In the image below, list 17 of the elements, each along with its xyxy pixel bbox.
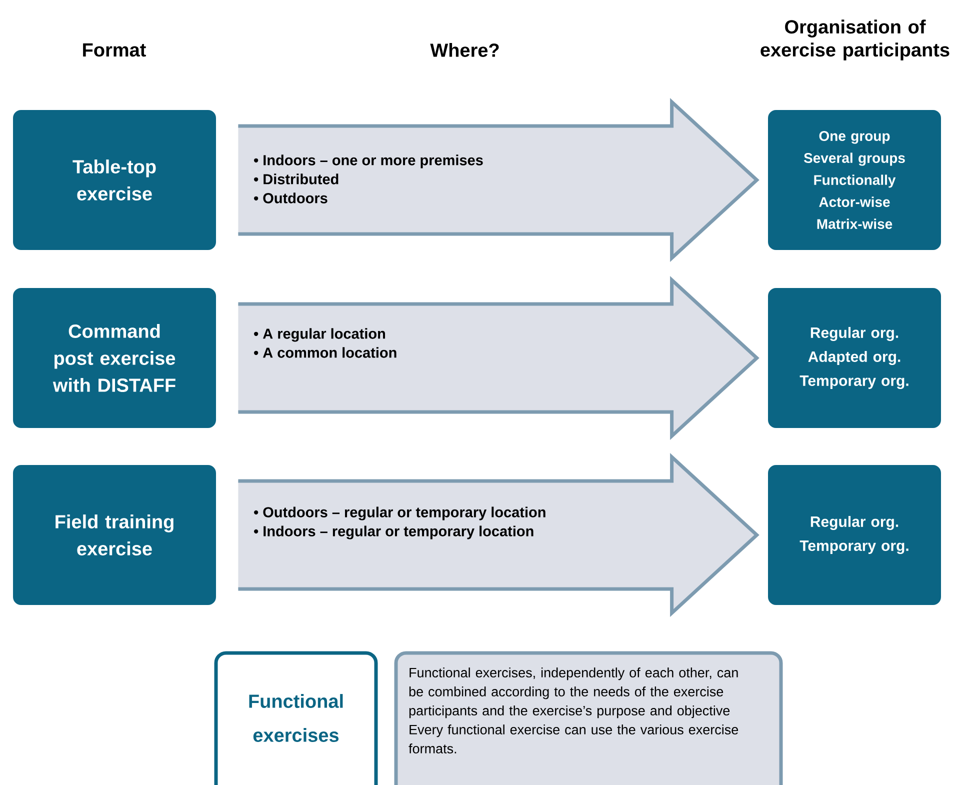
block-arrow bbox=[236, 276, 760, 440]
format-box: Command post exercise with DISTAFF bbox=[13, 288, 216, 428]
format-box: Field training exercise bbox=[13, 465, 216, 605]
column-heading: Organisation of exercise participants bbox=[760, 20, 950, 60]
block-arrow bbox=[236, 453, 760, 617]
column-heading: Where? bbox=[430, 43, 499, 57]
format-box: Table-top exercise bbox=[13, 110, 216, 250]
bullet-list: • A regular location • A common location bbox=[254, 328, 396, 358]
organisation-box: One group Several groups Functionally Actor-wise Matrix-wise bbox=[768, 110, 941, 250]
note-box: Functional exercises, independently of each other, can be combined according to the needs of the exercise participants and the exercise’s purpose and objective Every functional exercise can use the various exercise formats. bbox=[394, 651, 783, 785]
organisation-box: Regular org. Temporary org. bbox=[768, 465, 941, 605]
bullet-list: • Outdoors – regular or temporary location • Indoors – regular or temporary location bbox=[254, 506, 546, 540]
category-box: Functional exercises bbox=[214, 651, 378, 785]
block-arrow bbox=[236, 98, 760, 262]
bullet-list: • Indoors – one or more premises • Distributed • Outdoors bbox=[254, 154, 483, 204]
organisation-box: Regular org. Adapted org. Temporary org. bbox=[768, 288, 941, 428]
column-heading: Format bbox=[83, 43, 146, 57]
